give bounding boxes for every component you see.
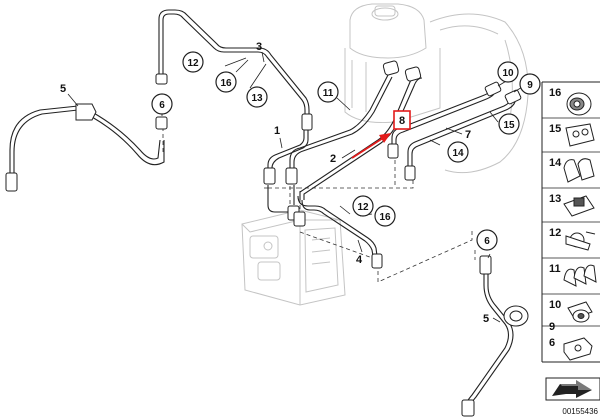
callout-16-mid: [374, 205, 396, 227]
part-labels: 3 5 1 2 7 4 5: [60, 41, 489, 325]
callout-6-right: [476, 229, 498, 251]
legend-label-14: 14: [549, 157, 562, 169]
callout-text-6-left: 6: [159, 100, 165, 111]
legend-label-9: 9: [549, 321, 555, 333]
callout-text-11: 11: [323, 88, 334, 99]
legend-column: 16 15 14 13 12 11 10 9 6: [541, 81, 600, 401]
callout-text-6-right: 6: [484, 236, 490, 247]
callout-text-12-mid: 12: [357, 202, 369, 213]
fittings: [5, 60, 529, 417]
direction-arrow-icon: [552, 380, 592, 398]
label-8: 8: [399, 115, 405, 127]
callout-9: [519, 73, 541, 95]
circled-callouts: [151, 51, 541, 251]
diagram-code: 00155436: [562, 407, 598, 416]
callout-14: [447, 141, 469, 163]
callout-13: [246, 86, 268, 108]
label-2: 2: [330, 153, 336, 165]
legend-label-12: 12: [549, 227, 561, 239]
callout-text-16-top: 16: [220, 78, 232, 89]
leader-lines: [162, 120, 476, 283]
callout-text-15: 15: [503, 120, 515, 131]
legend-label-6: 6: [549, 337, 555, 349]
hose-clip-icon: [565, 231, 596, 251]
callout-16-top: [215, 71, 237, 93]
legend-label-15: 15: [549, 123, 561, 135]
callout-text-14: 14: [452, 148, 464, 159]
callout-text-9: 9: [527, 80, 533, 91]
label-1: 1: [274, 125, 280, 137]
circled-callout-text: 12 16 13 6 11 10 9 15 14 12 16 6: [159, 58, 533, 247]
red-arrow-shaft: [351, 137, 384, 159]
callout-text-10: 10: [502, 68, 514, 79]
legend-label-16: 16: [549, 87, 561, 99]
legend-label-11: 11: [549, 263, 561, 275]
double-clip-icon: [563, 158, 595, 183]
callout-6-left: [151, 93, 173, 115]
nut-icon: [567, 301, 593, 323]
grommet-icon: [566, 92, 592, 116]
callout-10: [497, 61, 519, 83]
holder-icon: [563, 337, 593, 361]
callout-11: [317, 81, 339, 103]
label-leaders: [67, 51, 525, 323]
red-arrow-head: [379, 133, 391, 143]
label-5-right: 5: [483, 313, 489, 325]
pipe-clip-icon: [565, 123, 595, 147]
label-5-left: 5: [60, 83, 66, 95]
legend-label-10: 10: [549, 299, 561, 311]
legend-label-13: 13: [549, 193, 561, 205]
callout-15: [498, 113, 520, 135]
label-3: 3: [256, 41, 262, 53]
callout-text-13: 13: [251, 93, 263, 104]
callout-12-top: [182, 51, 204, 73]
label-4: 4: [356, 254, 363, 266]
highlight-box: [393, 110, 411, 130]
callout-text-16-mid: 16: [379, 212, 391, 223]
highlight-part-8: 8: [351, 110, 411, 159]
triple-clip-icon: [563, 264, 597, 287]
callout-text-12-top: 12: [187, 58, 199, 69]
bracket-clip-icon: [563, 195, 595, 217]
label-7: 7: [465, 129, 471, 141]
callout-12-mid: [352, 195, 374, 217]
